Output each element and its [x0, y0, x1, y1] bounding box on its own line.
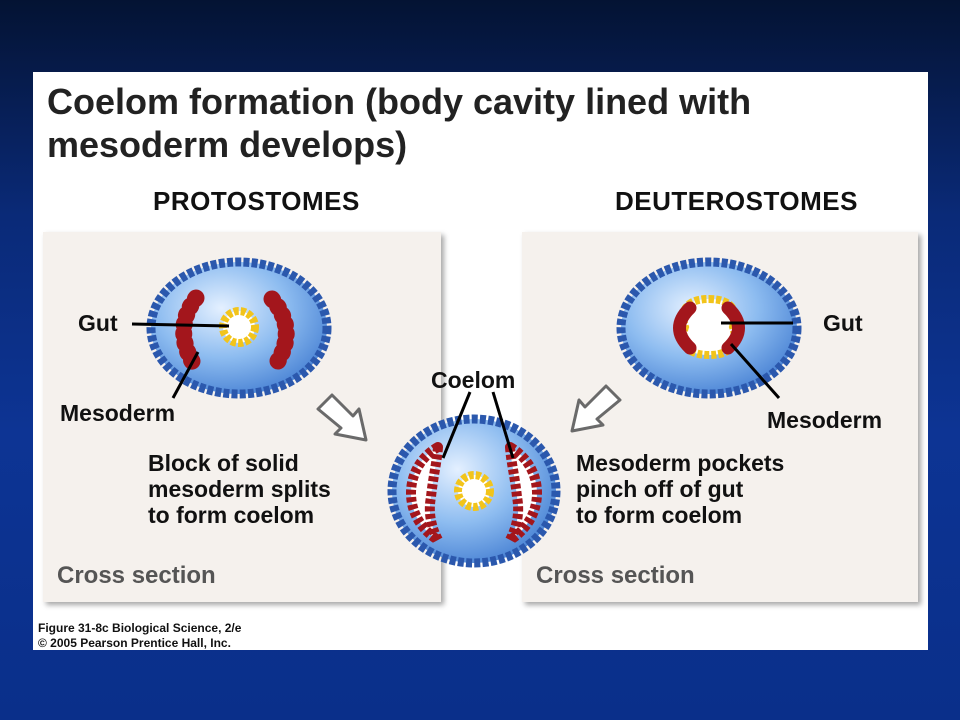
protostome-embryo-icon — [146, 257, 332, 399]
protostome-description-line: to form coelom — [148, 502, 315, 528]
deuterostome-mesoderm-pointer — [729, 343, 781, 399]
deuterostomes-heading: DEUTEROSTOMES — [615, 186, 858, 216]
protostome-description: Block of solid mesoderm splits to form c… — [148, 450, 408, 528]
deuterostome-cross-section-label: Cross section — [536, 562, 695, 589]
protostome-cross-section-label: Cross section — [57, 562, 216, 589]
deuterostome-description: Mesoderm pockets pinch off of gut to for… — [576, 450, 866, 528]
coelom-right — [505, 442, 542, 545]
deuterostome-description-line: pinch off of gut — [576, 476, 744, 502]
deuterostome-gut-label: Gut — [823, 310, 863, 336]
figure-credit-line: © 2005 Pearson Prentice Hall, Inc. — [38, 636, 231, 650]
protostome-description-line: Block of solid — [148, 450, 299, 476]
protostome-mesoderm-label: Mesoderm — [60, 400, 176, 426]
arrow-icon — [570, 384, 622, 433]
protostome-gut-pointer — [131, 322, 230, 328]
arrow-icon — [316, 393, 368, 442]
protostome-mesoderm-pointer — [171, 351, 200, 399]
figure-credit: Figure 31-8c Biological Science, 2/e © 2… — [38, 621, 241, 651]
coelom-gut — [454, 471, 494, 511]
coelom-label: Coelom — [431, 367, 516, 393]
slide-title: Coelom formation (body cavity lined with… — [47, 81, 752, 165]
deuterostome-mesoderm-label: Mesoderm — [767, 407, 883, 433]
deuterostome-embryo-icon — [616, 257, 802, 399]
coelom-diagram — [131, 257, 802, 568]
coelom-pointer-left — [441, 391, 472, 459]
coelom-left — [406, 442, 443, 545]
figure-credit-line: Figure 31-8c Biological Science, 2/e — [38, 621, 242, 635]
deuterostome-description-line: Mesoderm pockets — [576, 450, 785, 476]
coelom-embryo-icon — [387, 414, 561, 568]
slide: Coelom formation (body cavity lined with… — [33, 72, 928, 650]
protostomes-heading: PROTOSTOMES — [153, 186, 360, 216]
coelom-pointer-right — [491, 391, 515, 459]
deuterostome-description-line: to form coelom — [576, 502, 743, 528]
protostome-description-line: mesoderm splits — [148, 476, 331, 502]
deuterostome-mesoderm-left — [673, 301, 697, 355]
protostome-gut-label: Gut — [78, 310, 118, 336]
